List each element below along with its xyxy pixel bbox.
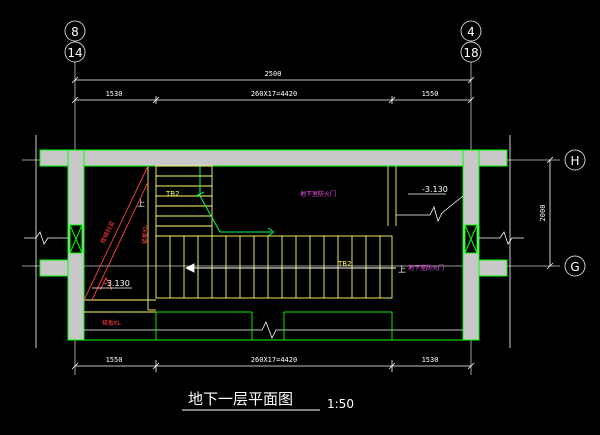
up-mark-upper: 上: [137, 199, 145, 208]
dim-bottom-mid: 260X17=4420: [251, 356, 297, 364]
dim-bottom-right: 1530: [422, 356, 439, 364]
level-left: -3.130: [104, 279, 130, 288]
right-dimension: [546, 156, 554, 270]
walking-arrow: [195, 166, 275, 237]
landing-outline: [84, 311, 463, 341]
level-right: -3.130: [422, 185, 448, 194]
stair-flights: [84, 165, 397, 313]
beam-note-lower: TB2: [337, 260, 352, 268]
dim-top-right: 1550: [422, 90, 439, 98]
axis-label: G: [570, 260, 579, 274]
walking-arrow-lower: [184, 263, 396, 273]
axis-label: 4: [467, 25, 475, 39]
red-vert-text: 梯板KL: [141, 224, 149, 244]
top-dimensions: [71, 76, 475, 104]
diagonal-beam: [83, 165, 149, 301]
bottom-dimensions: [71, 360, 475, 372]
axis-bubble-h[interactable]: H: [564, 149, 586, 171]
axis-bubble-top-right[interactable]: 4 18: [460, 20, 482, 63]
drawing-title: 地下一层平面图: [188, 390, 293, 408]
red-bottom-text: 梯板KL: [102, 319, 122, 327]
dim-bottom-left: 1550: [106, 356, 123, 364]
magenta-note-upper: 地下室防火门: [300, 190, 336, 198]
magenta-note-lower: 地下室防火门: [408, 264, 444, 272]
up-mark-lower: 上: [398, 265, 406, 274]
axis-label: H: [570, 154, 579, 168]
axis-label: 18: [463, 46, 478, 60]
axis-bubble-top-left[interactable]: 8 14: [64, 20, 86, 63]
dim-top-mid: 260X17=4420: [251, 90, 297, 98]
dim-right-vertical: 2000: [539, 205, 547, 222]
axis-bubble-g[interactable]: G: [564, 255, 586, 277]
break-lines: [24, 135, 524, 348]
axis-label: 8: [71, 25, 79, 39]
walls: [39, 149, 508, 341]
drawing-scale: 1:50: [327, 397, 354, 411]
red-diag-text: 楼梯斜梁: [99, 220, 117, 245]
dim-top-left: 1530: [106, 90, 123, 98]
axis-label: 14: [67, 46, 82, 60]
beam-note-upper: TB2: [165, 190, 180, 198]
dim-overall: 2500: [265, 70, 282, 78]
